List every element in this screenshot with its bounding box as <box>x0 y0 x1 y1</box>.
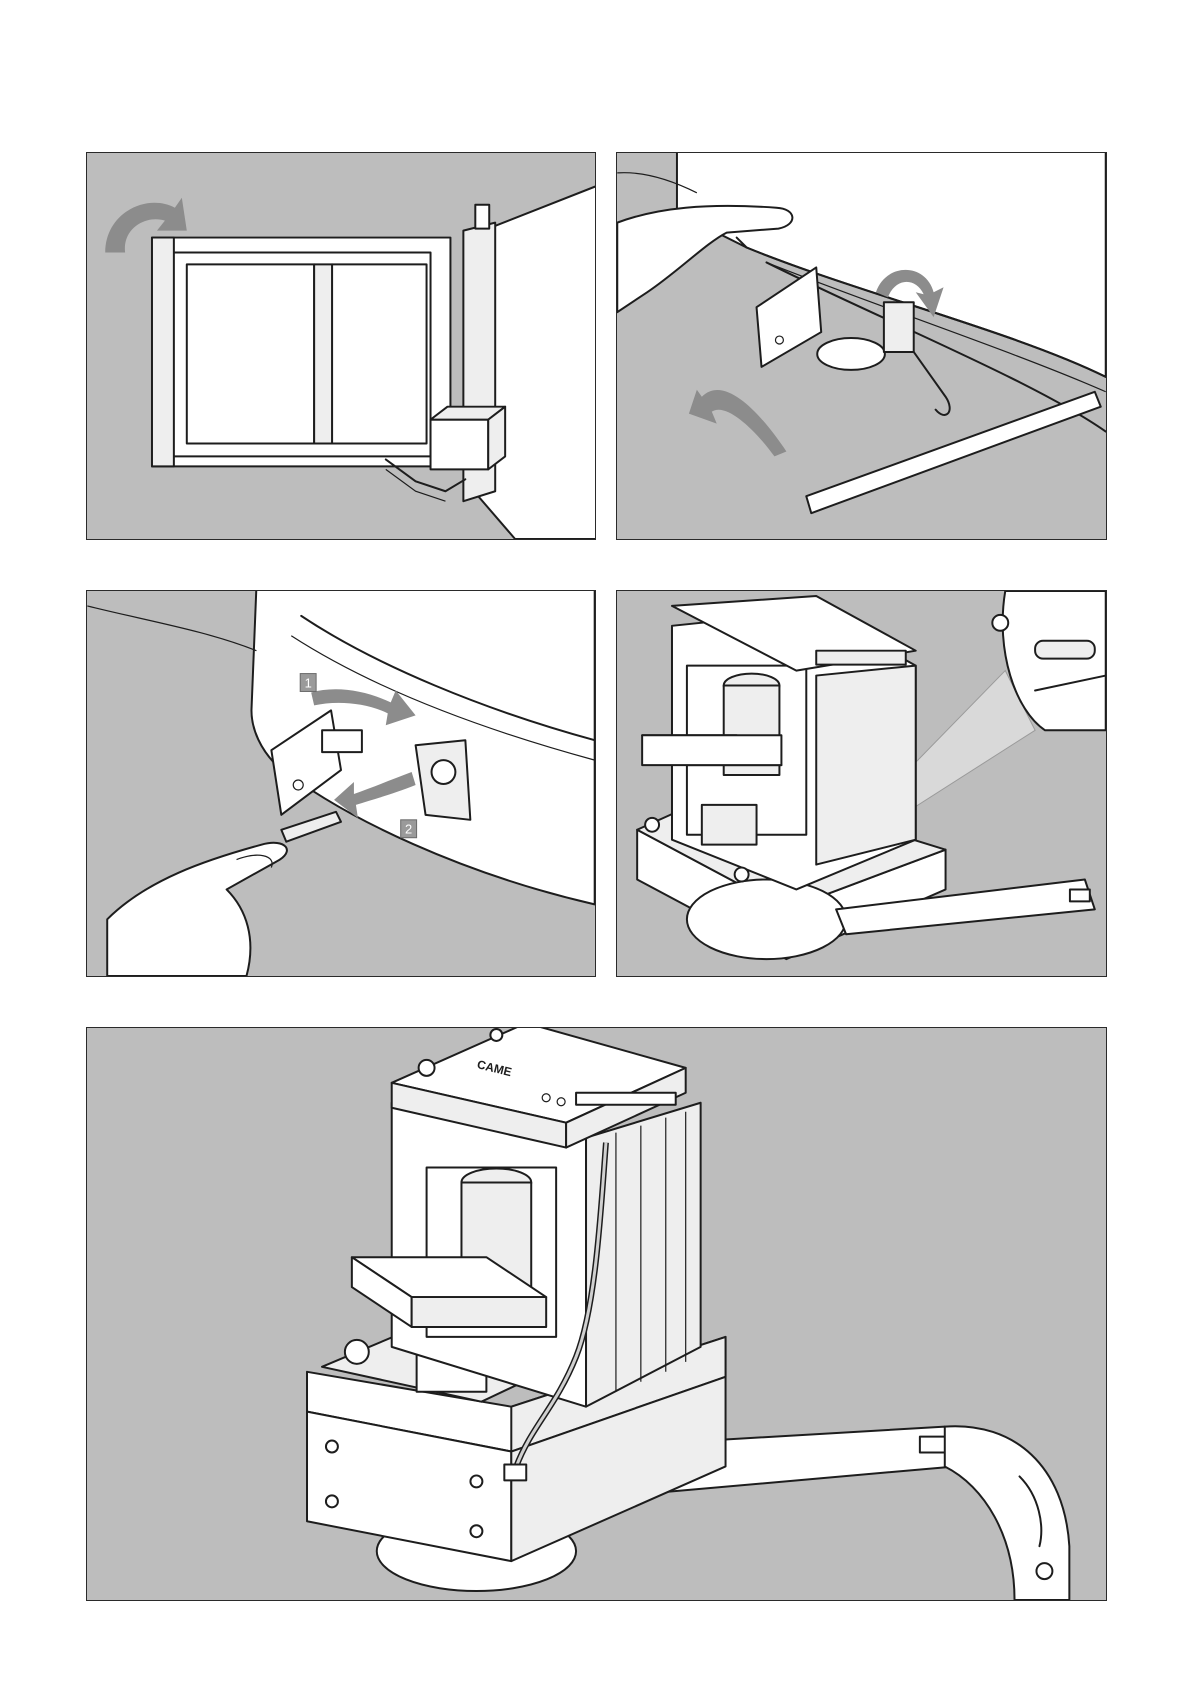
key-release-illustration: 1 2 <box>87 591 595 976</box>
figure-release-cover <box>616 152 1107 540</box>
key-icon <box>281 812 341 842</box>
key-icon <box>817 338 885 370</box>
figure-operator-assembly: CAME <box>86 1027 1107 1601</box>
figure-control-unit-detail <box>616 590 1107 977</box>
step-label-2: 2 <box>401 820 417 838</box>
hand-icon <box>107 843 287 976</box>
svg-text:1: 1 <box>305 675 312 690</box>
operator-assembly-illustration: CAME <box>87 1028 1106 1600</box>
svg-text:2: 2 <box>405 822 412 837</box>
hand-icon <box>617 206 792 312</box>
figure-gate-overview <box>86 152 596 540</box>
control-unit-illustration <box>617 591 1106 976</box>
gate-illustration <box>87 153 595 539</box>
figure-key-release: 1 2 <box>86 590 596 977</box>
step-label-1: 1 <box>300 674 316 692</box>
release-cover-illustration <box>617 153 1106 539</box>
rotate-arrow-icon <box>689 390 786 457</box>
